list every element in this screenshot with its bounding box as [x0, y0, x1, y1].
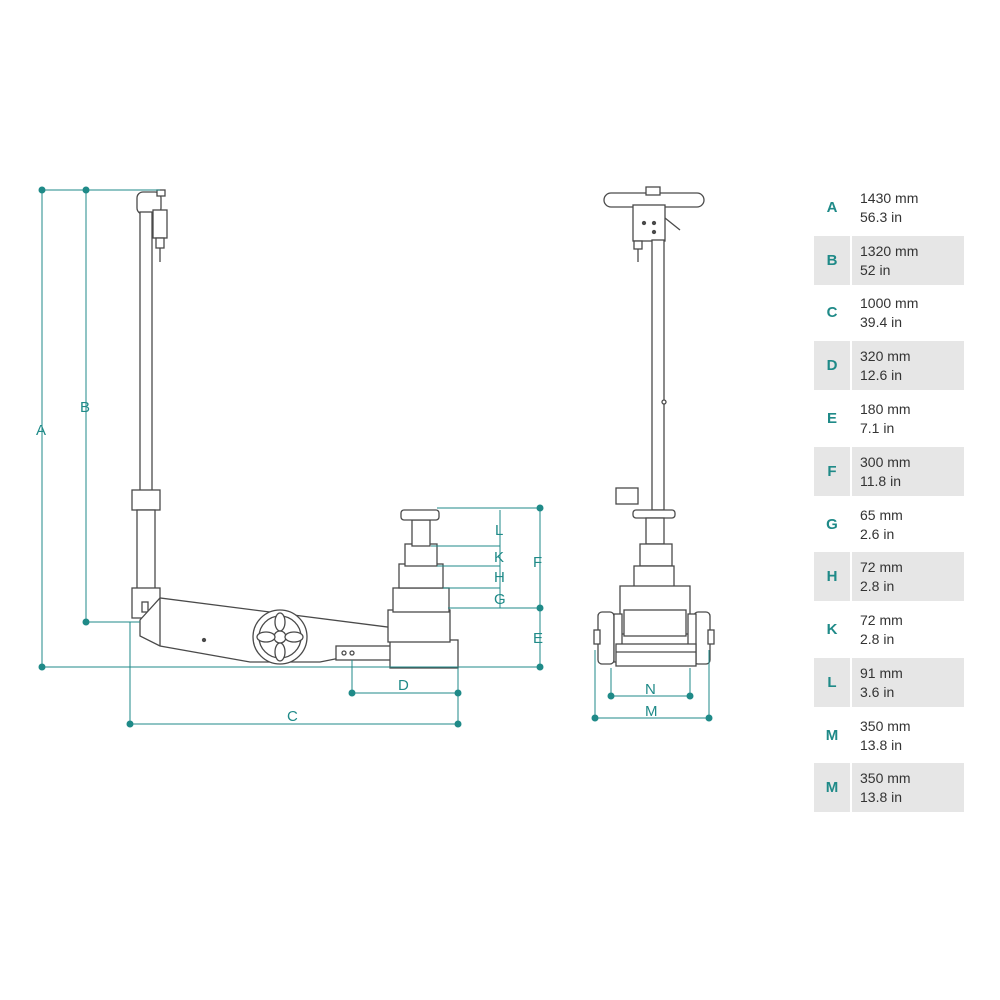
spec-in: 12.6 in [860, 366, 903, 383]
spec-in: 7.1 in [860, 419, 895, 436]
spec-letter: E [826, 410, 837, 427]
handle-shaft [139, 211, 153, 493]
handle-lower-shaft [136, 509, 156, 591]
spec-in: 3.6 in [860, 683, 895, 700]
spec-in: 11.8 in [860, 472, 901, 489]
spec-mm: 350 mm [860, 717, 911, 734]
spec-in: 13.8 in [860, 788, 903, 805]
spec-row: B 1320 mm 52 in [814, 236, 964, 285]
spec-row: H 72 mm 2.8 in [814, 552, 964, 601]
spec-row: K 72 mm 2.8 in [814, 605, 964, 654]
spec-mm: 72 mm [860, 611, 903, 628]
spec-mm: 350 mm [860, 769, 911, 786]
spec-letter: M [825, 779, 839, 796]
handle-head [136, 189, 168, 262]
spec-row: M 350 mm 13.8 in [814, 763, 964, 812]
dim-label-c: C [287, 708, 298, 725]
spec-mm: 65 mm [860, 506, 903, 523]
front-left-wheel [593, 611, 623, 665]
spec-mm: 300 mm [860, 453, 911, 470]
dimension-letters: A B C D F E L K H G N M [36, 399, 658, 725]
side-wheel [252, 609, 308, 665]
dim-label-d: D [398, 677, 409, 694]
dim-label-a: A [36, 422, 46, 439]
spec-in: 2.8 in [860, 630, 895, 647]
spec-row: G 65 mm 2.6 in [814, 500, 964, 549]
dim-label-g: G [494, 591, 506, 608]
spec-in: 39.4 in [860, 313, 903, 330]
dim-label-f: F [533, 554, 542, 571]
front-base [615, 643, 697, 667]
spec-mm: 180 mm [860, 400, 911, 417]
spec-row: C 1000 mm 39.4 in [814, 288, 964, 337]
front-handle-shaft [651, 239, 665, 511]
spec-in: 13.8 in [860, 736, 903, 753]
cylinder-body [387, 609, 451, 643]
dim-label-k: K [494, 549, 504, 566]
spec-in: 2.8 in [860, 577, 895, 594]
spec-row: L 91 mm 3.6 in [814, 658, 964, 707]
front-saddle [632, 509, 676, 519]
spec-letter: M [825, 727, 839, 744]
spec-mm: 320 mm [860, 347, 911, 364]
spec-letter: H [826, 568, 838, 585]
spec-letter: B [826, 252, 838, 269]
spec-row: M 350 mm 13.8 in [814, 711, 964, 760]
front-handle-head [632, 204, 666, 242]
spec-mm: 1000 mm [860, 294, 919, 311]
spec-letter: F [827, 463, 837, 480]
dim-label-e: E [533, 630, 543, 647]
spec-letter: C [826, 304, 838, 321]
spec-letter: D [826, 357, 838, 374]
side-view-jack [131, 189, 459, 669]
spec-row: A 1430 mm 56.3 in [814, 183, 964, 232]
saddle [400, 509, 440, 521]
spec-row: D 320 mm 12.6 in [814, 341, 964, 390]
ram-stage-2 [398, 563, 444, 589]
front-view-jack [593, 186, 715, 667]
spec-row: F 300 mm 11.8 in [814, 447, 964, 496]
spec-letter: A [826, 199, 838, 216]
spec-mm: 1430 mm [860, 189, 919, 206]
base-plate [389, 639, 459, 669]
spec-mm: 91 mm [860, 664, 903, 681]
spec-in: 2.6 in [860, 525, 895, 542]
ram-stem [411, 519, 431, 547]
spec-row: E 180 mm 7.1 in [814, 394, 964, 443]
dim-label-n: N [645, 681, 656, 698]
dim-label-m: M [645, 703, 658, 720]
ram-stage-1 [392, 587, 450, 613]
dimension-lines [41, 189, 710, 726]
ram-stage-3 [404, 543, 438, 567]
spec-letter: K [826, 621, 838, 638]
dim-label-l: L [495, 522, 503, 539]
dimension-dots [38, 186, 713, 728]
handle-collar [131, 489, 161, 511]
spec-mm: 1320 mm [860, 242, 919, 259]
dim-label-b: B [80, 399, 90, 416]
spec-letter: L [827, 674, 837, 691]
dim-label-h: H [494, 569, 505, 586]
spec-in: 52 in [860, 261, 891, 278]
spec-mm: 72 mm [860, 558, 903, 575]
spec-in: 56.3 in [860, 208, 903, 225]
spec-letter: G [826, 516, 838, 533]
